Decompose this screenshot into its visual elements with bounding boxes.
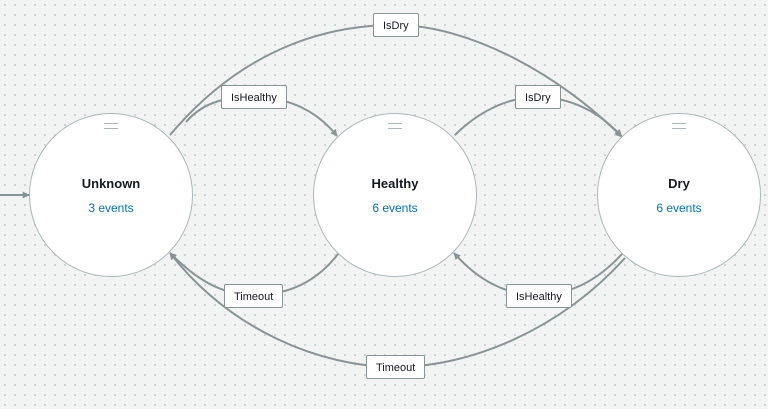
state-dry[interactable]: Dry 6 events: [597, 113, 761, 277]
drag-handle-icon[interactable]: [104, 123, 118, 129]
state-healthy[interactable]: Healthy 6 events: [313, 113, 477, 277]
transition-label-healthy-to-unknown[interactable]: Timeout: [224, 284, 284, 308]
state-name: Dry: [668, 176, 690, 191]
drag-handle-icon[interactable]: [672, 123, 686, 129]
drag-handle-icon[interactable]: [388, 123, 402, 129]
state-events-link[interactable]: 6 events: [656, 201, 702, 215]
transition-label-dry-to-healthy[interactable]: IsHealthy: [506, 284, 572, 308]
state-name: Unknown: [81, 176, 141, 191]
transition-label-healthy-to-dry[interactable]: IsDry: [515, 85, 561, 109]
state-name: Healthy: [371, 176, 419, 191]
state-events-link[interactable]: 3 events: [88, 201, 134, 215]
state-unknown[interactable]: Unknown 3 events: [29, 113, 193, 277]
transition-label-dry-to-unknown[interactable]: Timeout: [366, 355, 426, 379]
transition-label-unknown-to-healthy[interactable]: IsHealthy: [221, 85, 287, 109]
transition-label-unknown-to-dry[interactable]: IsDry: [373, 13, 419, 37]
state-events-link[interactable]: 6 events: [372, 201, 418, 215]
